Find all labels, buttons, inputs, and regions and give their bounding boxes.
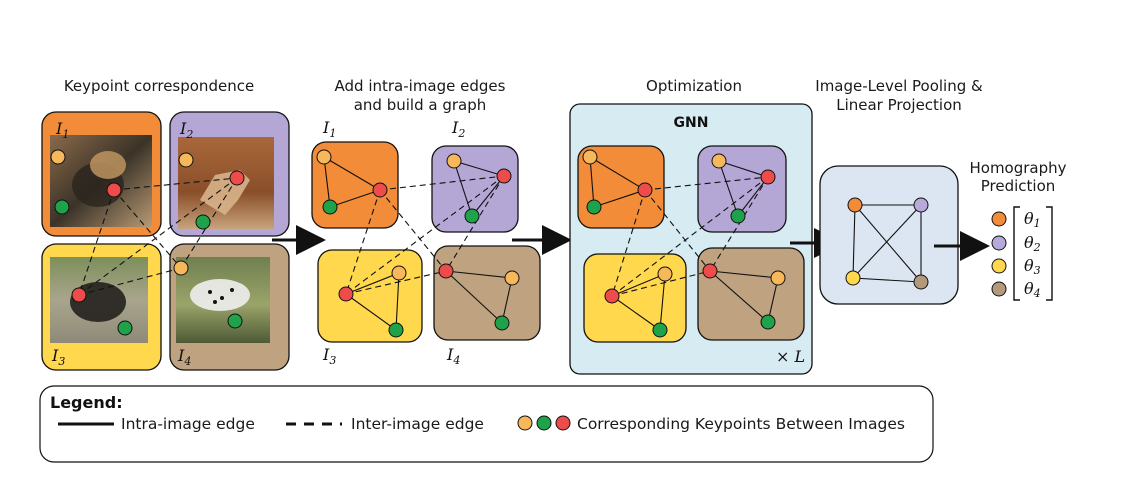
pooled-node-purple [913,197,929,213]
stage3-intra-edges [589,156,779,331]
keypoint-red [229,170,245,186]
theta-1: θ1 [1024,209,1041,230]
pooling-box [819,165,959,305]
stage3-inter-edges [611,176,769,297]
keypoint-orange [391,265,407,281]
prediction-node-brown [991,281,1007,297]
keypoint-green [464,208,480,224]
keypoint-orange [711,153,727,169]
legend-inter-label: Inter-image edge [351,415,484,433]
stage1-keypoints [50,149,245,336]
label-I2: I2 [179,119,193,141]
graph-label-I1: I1 [322,118,336,140]
prediction-node-purple [991,235,1007,251]
keypoint-green [117,320,133,336]
legend-keypoint-green [536,415,552,431]
stage3-keypoints [582,149,786,338]
panel-image-1 [41,111,162,237]
legend-keypoint-red [555,415,571,431]
keypoint-red [372,182,388,198]
prediction-title-line1: Homography [969,159,1066,177]
graph-node-box-4 [433,245,541,341]
matrix-right-bracket [1046,206,1053,301]
keypoint-red [604,288,620,304]
keypoint-red [438,263,454,279]
keypoint-green [388,322,404,338]
pooled-graph-nodes [845,197,929,290]
optimization-title: Optimization [646,77,742,95]
prediction-node-orange [991,211,1007,227]
gnn-label: GNN [674,115,709,131]
pooled-node-yellow [845,270,861,286]
pooled-node-brown [913,274,929,290]
repeat-label: × L [776,347,805,366]
pooled-node-orange [847,197,863,213]
keypoint-green [195,214,211,230]
keypoint-green [586,199,602,215]
keypoint-red [637,182,653,198]
panel-image-2 [169,111,290,237]
gnn-node-box-4 [697,247,805,341]
label-I1: I1 [55,119,69,141]
graph-node-box-3 [317,249,423,343]
legend-keypoints-label: Corresponding Keypoints Between Images [577,415,905,433]
legend-keypoint-orange [517,415,533,431]
keypoint-orange [316,149,332,165]
keypoint-red [702,263,718,279]
prediction-title-line2: Prediction [981,177,1056,195]
panel-image-4 [169,243,290,371]
legend-box [39,385,934,463]
keypoint-green [322,199,338,215]
keypoint-orange [50,149,66,165]
keypoint-green [760,314,776,330]
graph-title-line1: Add intra-image edges [335,77,506,95]
pooling-title-line2: Linear Projection [836,96,962,114]
label-I4: I4 [177,346,191,368]
graph-label-I4: I4 [446,345,460,367]
keypoint-green [652,322,668,338]
keypoint-orange [657,266,673,282]
graph-label-I3: I3 [322,345,336,367]
pooled-graph-edges [852,204,922,283]
legend-intra-label: Intra-image edge [121,415,255,433]
keypoint-orange [178,152,194,168]
keypoint-red [760,169,776,185]
theta-4: θ4 [1024,279,1041,300]
stage2-keypoints [316,149,520,338]
keypoint-orange [446,153,462,169]
matrix-left-bracket [1013,206,1020,301]
keypoint-red [338,286,354,302]
panel-image-3 [41,243,162,371]
theta-2: θ2 [1024,233,1041,254]
pooling-title-line1: Image-Level Pooling & [815,77,983,95]
gnn-node-box-3 [583,253,687,343]
stage2-intra-edges [323,156,513,331]
keypoint-orange [770,270,786,286]
label-I3: I3 [51,346,65,368]
graph-title-line2: and build a graph [354,96,487,114]
prediction-nodes [991,211,1007,297]
legend: Legend: Intra-image edge Inter-image edg… [39,385,934,463]
prediction-node-yellow [991,258,1007,274]
keypoint-red [71,287,87,303]
keypoint-green [54,199,70,215]
graph-label-I2: I2 [451,118,465,140]
stage2-inter-edges [345,175,505,295]
legend-title: Legend: [50,393,123,412]
keypoint-orange [173,260,189,276]
keypoint-green [494,315,510,331]
keypoint-red [106,182,122,198]
keypoint-orange [504,270,520,286]
keypoint-red [496,168,512,184]
keypoint-green [730,208,746,224]
theta-3: θ3 [1024,256,1041,277]
keypoint-green [227,313,243,329]
keypoint-orange [582,149,598,165]
correspondence-title: Keypoint correspondence [64,77,254,95]
